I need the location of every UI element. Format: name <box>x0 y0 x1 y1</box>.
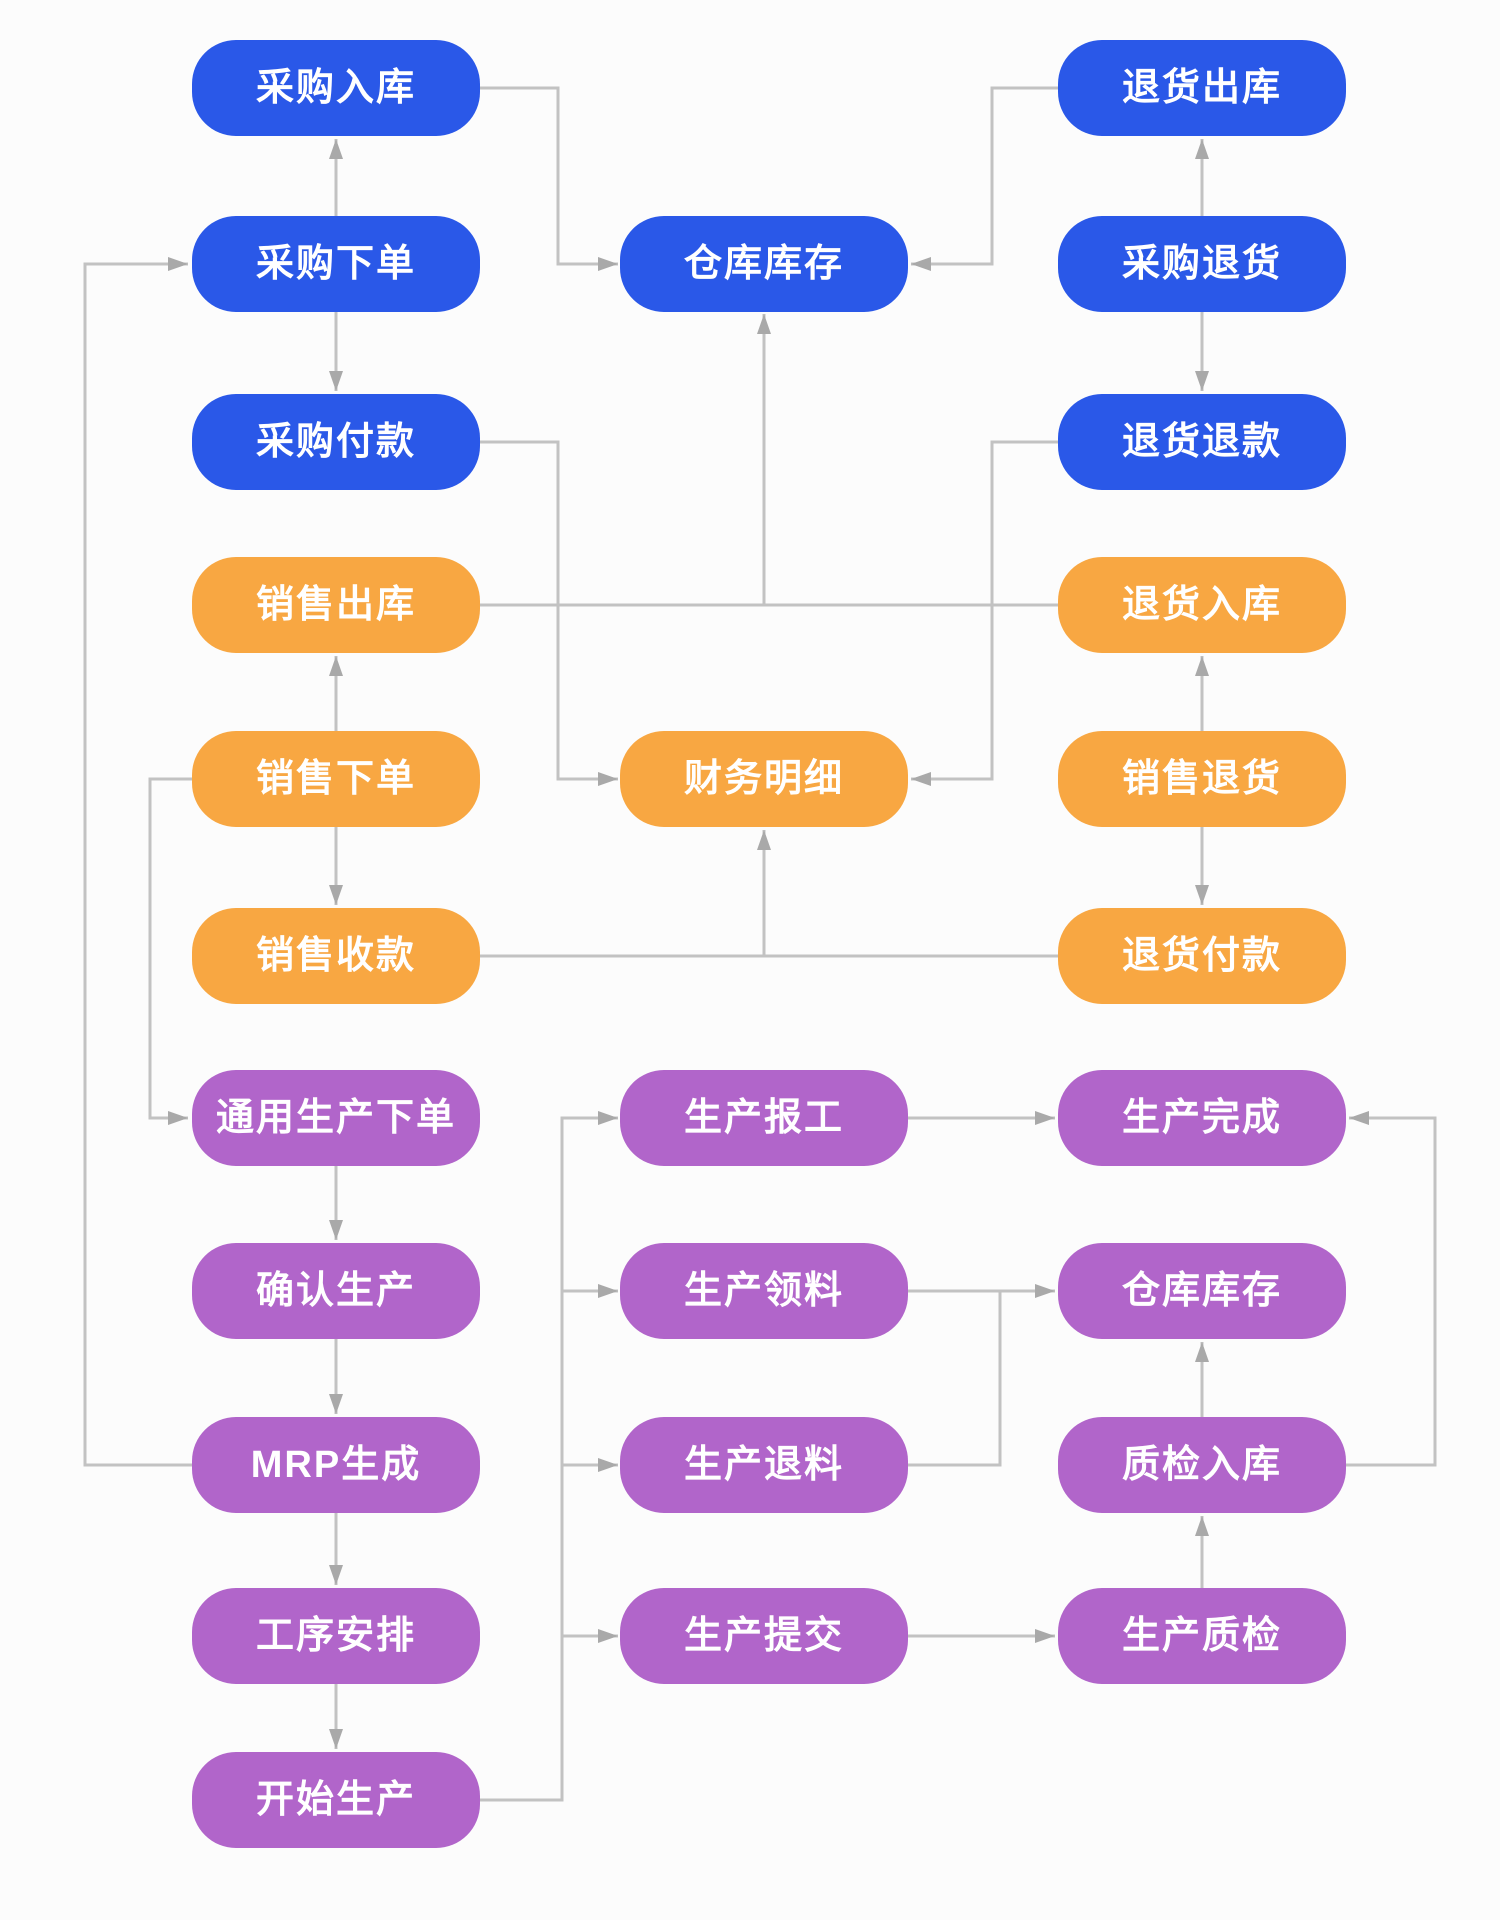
edge-tuihuo-chuku-to-cangku-kucun <box>911 86 1058 271</box>
node-cangku-kucun-purple: 仓库库存 <box>1058 1243 1346 1339</box>
node-label-gongxu-anpai: 工序安排 <box>255 1615 416 1657</box>
node-kaishi-shengchan: 开始生产 <box>192 1752 480 1848</box>
node-label-shengchan-wancheng: 生产完成 <box>1121 1097 1282 1139</box>
node-tongyong-shengchan-xiadan: 通用生产下单 <box>192 1070 480 1166</box>
node-label-caigou-ruku: 采购入库 <box>255 67 416 109</box>
node-label-kaishi-shengchan: 开始生产 <box>255 1779 416 1821</box>
node-zhijian-ruku: 质检入库 <box>1058 1417 1346 1513</box>
node-mrp-shengcheng: MRP生成 <box>192 1417 480 1513</box>
edge-mrp-shengcheng-to-caigou-xiadan <box>83 257 192 1467</box>
edge-group <box>83 86 1437 1802</box>
node-shengchan-tuiliao: 生产退料 <box>620 1417 908 1513</box>
node-shengchan-lingliao: 生产领料 <box>620 1243 908 1339</box>
node-label-caigou-fukuan: 采购付款 <box>255 421 416 463</box>
node-label-tongyong-shengchan-xiadan: 通用生产下单 <box>215 1097 456 1139</box>
node-label-zhijian-ruku: 质检入库 <box>1121 1444 1282 1486</box>
node-xiaoshou-chuku: 销售出库 <box>192 557 480 653</box>
node-cangku-kucun-blue: 仓库库存 <box>620 216 908 312</box>
node-queren-shengchan: 确认生产 <box>192 1243 480 1339</box>
node-label-tuihuo-chuku: 退货出库 <box>1121 67 1282 109</box>
node-tuihuo-ruku: 退货入库 <box>1058 557 1346 653</box>
node-shengchan-baogong: 生产报工 <box>620 1070 908 1166</box>
node-label-caigou-xiadan: 采购下单 <box>255 243 416 285</box>
node-label-xiaoshou-shoukuan: 销售收款 <box>255 935 416 977</box>
edge-zhijian-ruku-to-shengchan-wancheng <box>1346 1111 1437 1467</box>
edge-xiaoshou-xiadan-to-tongyong-shengchan-xiadan <box>148 777 192 1125</box>
node-xiaoshou-tuihuo: 销售退货 <box>1058 731 1346 827</box>
node-label-tuihuo-ruku: 退货入库 <box>1121 584 1282 626</box>
node-label-shengchan-baogong: 生产报工 <box>683 1097 844 1139</box>
node-shengchan-wancheng: 生产完成 <box>1058 1070 1346 1166</box>
node-label-xiaoshou-tuihuo: 销售退货 <box>1121 758 1282 800</box>
edge-caigou-fukuan-to-caiwu-mingxi <box>480 440 618 786</box>
edge-caigou-ruku-to-cangku-kucun <box>480 86 618 271</box>
node-tuihuo-chuku: 退货出库 <box>1058 40 1346 136</box>
node-label-tuihuo-fukuan: 退货付款 <box>1121 935 1282 977</box>
node-label-shengchan-tijiao: 生产提交 <box>683 1615 844 1657</box>
node-tuihuo-tuikuan: 退货退款 <box>1058 394 1346 490</box>
node-label-caiwu-mingxi: 财务明细 <box>683 758 844 800</box>
node-xiaoshou-shoukuan: 销售收款 <box>192 908 480 1004</box>
node-label-shengchan-tuiliao: 生产退料 <box>683 1444 844 1486</box>
node-tuihuo-fukuan: 退货付款 <box>1058 908 1346 1004</box>
edge-shengchan-tuiliao-merge-link <box>908 1291 1002 1467</box>
node-label-mrp-shengcheng: MRP生成 <box>250 1444 422 1486</box>
node-caigou-tuihuo: 采购退货 <box>1058 216 1346 312</box>
node-label-shengchan-zhijian: 生产质检 <box>1121 1615 1282 1657</box>
node-shengchan-tijiao: 生产提交 <box>620 1588 908 1684</box>
node-shengchan-zhijian: 生产质检 <box>1058 1588 1346 1684</box>
node-caigou-xiadan: 采购下单 <box>192 216 480 312</box>
node-caigou-fukuan: 采购付款 <box>192 394 480 490</box>
edge-kaishi-shengchan-to-shengchan-baogong <box>480 1111 618 1802</box>
node-label-cangku-kucun-purple: 仓库库存 <box>1121 1270 1282 1312</box>
node-label-xiaoshou-chuku: 销售出库 <box>255 584 416 626</box>
node-label-caigou-tuihuo: 采购退货 <box>1121 243 1282 285</box>
node-label-queren-shengchan: 确认生产 <box>255 1270 416 1312</box>
node-label-shengchan-lingliao: 生产领料 <box>683 1270 844 1312</box>
node-label-tuihuo-tuikuan: 退货退款 <box>1121 421 1282 463</box>
node-caiwu-mingxi: 财务明细 <box>620 731 908 827</box>
node-caigou-ruku: 采购入库 <box>192 40 480 136</box>
edge-tuihuo-tuikuan-to-caiwu-mingxi <box>911 440 1058 786</box>
node-gongxu-anpai: 工序安排 <box>192 1588 480 1684</box>
node-label-cangku-kucun-blue: 仓库库存 <box>683 243 844 285</box>
node-xiaoshou-xiadan: 销售下单 <box>192 731 480 827</box>
node-label-xiaoshou-xiadan: 销售下单 <box>255 758 416 800</box>
